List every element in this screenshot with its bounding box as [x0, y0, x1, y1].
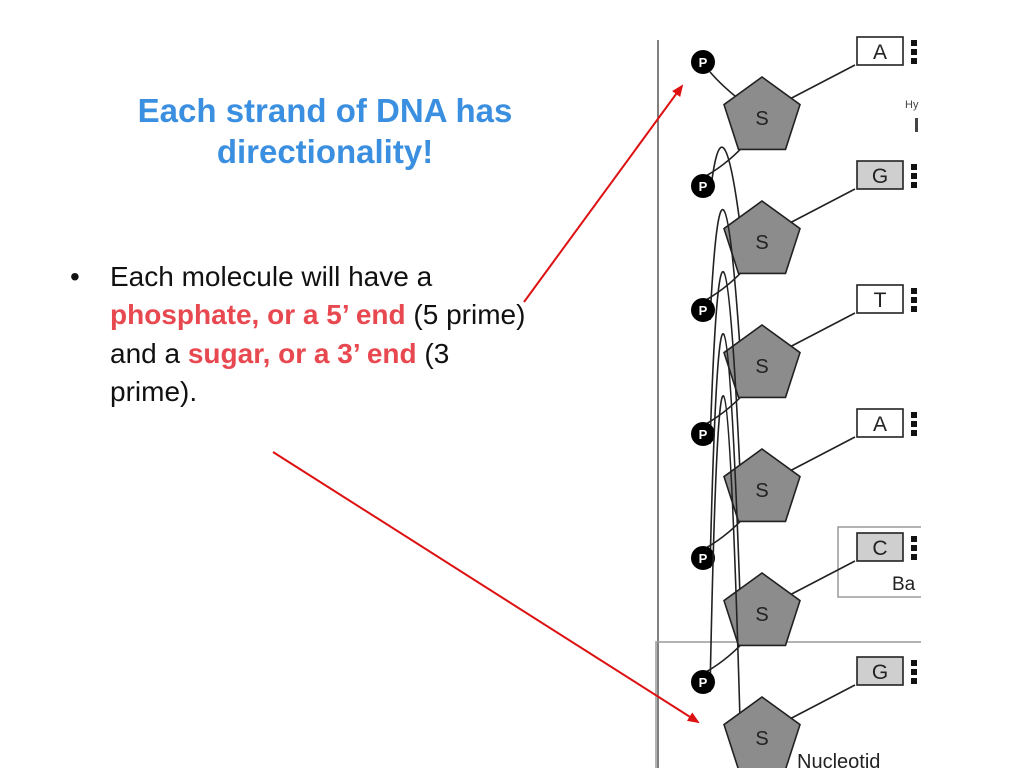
sugar-label: S — [755, 728, 768, 750]
hydrogen-bond-dot — [911, 297, 917, 303]
base-box-outline — [837, 526, 921, 598]
hydrogen-bond-label-tail — [915, 118, 918, 132]
hydrogen-bond-dot — [911, 430, 917, 436]
base-box — [856, 532, 904, 562]
hydrogen-bond-dot — [911, 58, 917, 64]
base-letter: G — [872, 661, 888, 684]
phosphate-label: P — [699, 179, 708, 194]
title-line-1: Each strand of DNA has — [137, 92, 513, 129]
sugar-base-bond — [783, 684, 856, 723]
base-letter: A — [873, 41, 887, 64]
phosphate-label: P — [699, 427, 708, 442]
phosphate-circle — [691, 298, 715, 322]
sugar-pentagon — [723, 572, 801, 647]
sugar-pentagon — [723, 696, 801, 768]
base-box — [856, 160, 904, 190]
phosphate-sugar-bond — [709, 270, 741, 473]
sugar-label: S — [755, 604, 768, 626]
hydrogen-bond-dot — [911, 669, 917, 675]
hydrogen-bond-dot — [911, 421, 917, 427]
base-box — [856, 36, 904, 66]
sugar-pentagon — [723, 200, 801, 275]
phosphate-circle — [691, 546, 715, 570]
base-box — [856, 408, 904, 438]
sugar-pentagon — [723, 76, 801, 151]
base-letter: T — [874, 289, 887, 312]
hydrogen-bond-label: Hy — [905, 99, 919, 111]
title-line-2: directionality! — [216, 133, 434, 171]
hydrogen-bond-dot — [911, 288, 917, 294]
sugar-base-bond — [783, 188, 856, 227]
bullet-text-part-2: (5 prime) and a — [110, 299, 526, 369]
sugar-pentagon — [723, 324, 801, 399]
base-box — [856, 284, 904, 314]
phosphate-sugar-bond — [709, 333, 741, 597]
hydrogen-bond-dot — [911, 660, 917, 666]
hydrogen-bond-dot — [911, 412, 917, 418]
base-letter: A — [873, 413, 887, 436]
base-letter: C — [872, 537, 887, 560]
hydrogen-bond-dot — [911, 164, 917, 170]
hydrogen-bond-dot — [911, 554, 917, 560]
phosphate-label: P — [699, 303, 708, 318]
base-box — [856, 656, 904, 686]
sugar-highlight: sugar, or a 3’ end — [187, 337, 417, 369]
nucleotide-box-outline — [655, 641, 921, 768]
phosphate-circle — [691, 422, 715, 446]
sugar-label: S — [755, 232, 768, 254]
phosphate-label: P — [699, 55, 708, 70]
phosphate-sugar-bond — [709, 146, 741, 225]
phosphate-circle — [691, 50, 715, 74]
arrow-to-phosphate — [523, 84, 684, 303]
sugar-base-bond — [783, 560, 856, 599]
phosphate-label: P — [699, 551, 708, 566]
phosphate-sugar-bond — [709, 208, 741, 349]
bullet-item: • Each molecule will have a phosphate, o… — [70, 258, 540, 411]
slide-title: Each strand of DNA has directionality! — [60, 90, 590, 173]
sugar-label: S — [755, 480, 768, 502]
bullet-dot: • — [70, 261, 80, 292]
base-letter: G — [872, 165, 888, 188]
sugar-label: S — [755, 108, 768, 130]
sugar-label: S — [755, 356, 768, 378]
hydrogen-bond-dot — [911, 182, 917, 188]
phosphate-circle — [691, 670, 715, 694]
hydrogen-bond-dot — [911, 306, 917, 312]
sugar-base-bond — [783, 436, 856, 475]
hydrogen-bond-dot — [911, 678, 917, 684]
base-label: Ba — [892, 574, 916, 595]
phosphate-highlight: phosphate, or a 5’ end — [110, 299, 406, 331]
hydrogen-bond-dot — [911, 536, 917, 542]
bullet-text-part-1: Each molecule will have a — [110, 261, 433, 292]
bullet-text: Each molecule will have a phosphate, or … — [110, 258, 540, 411]
nucleotide-label: Nucleotid — [797, 751, 880, 768]
arrow-to-sugar — [272, 451, 700, 724]
sugar-base-bond — [783, 64, 856, 103]
sugar-base-bond — [783, 312, 856, 351]
hydrogen-bond-dot — [911, 173, 917, 179]
bullet-text-part-3: (3 prime). — [110, 337, 450, 408]
hydrogen-bond-dot — [911, 545, 917, 551]
hydrogen-bond-dot — [911, 40, 917, 46]
phosphate-sugar-bond — [709, 395, 741, 721]
phosphate-label: P — [699, 675, 708, 690]
hydrogen-bond-dot — [911, 49, 917, 55]
phosphate-circle — [691, 174, 715, 198]
